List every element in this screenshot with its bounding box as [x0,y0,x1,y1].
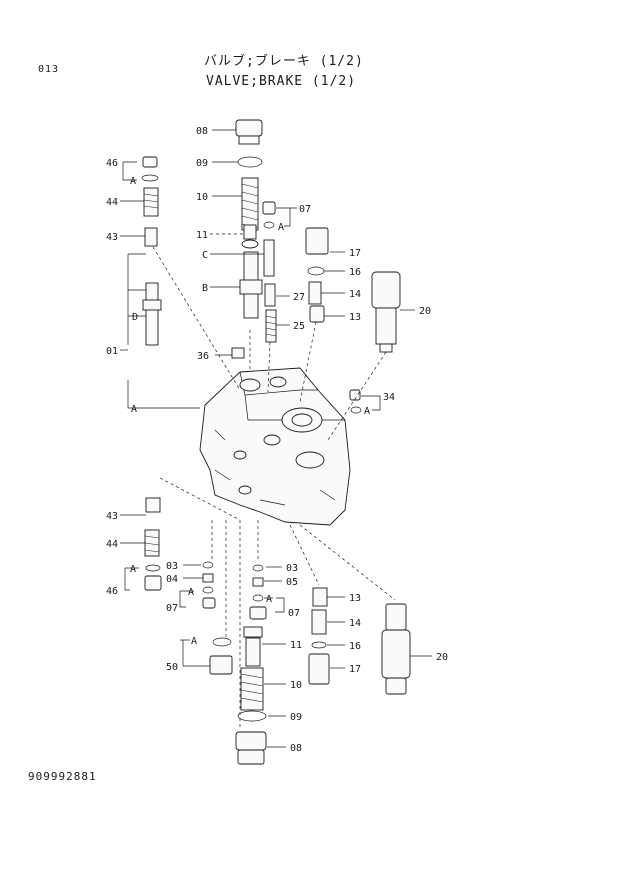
callout-46-bottom: 46 [106,586,118,597]
callout-46-top: 46 [106,158,118,169]
callout-27: 27 [293,292,305,303]
callout-01: 01 [106,346,118,357]
callout-11-bottom: 11 [290,640,302,651]
upper-column-parts [235,119,277,343]
leader-lines [120,129,432,748]
callout-09-bottom: 09 [290,712,302,723]
callout-04: 04 [166,574,178,585]
callout-07-right: 07 [288,608,300,619]
callout-14-bottom: 14 [349,618,361,629]
callout-a-07-top: A [278,222,284,233]
callout-36: 36 [197,351,209,362]
callout-11-top: 11 [196,230,208,241]
left-assembly-parts [141,156,162,346]
callout-43-bottom: 43 [106,511,118,522]
callout-16-bottom: 16 [349,641,361,652]
callout-07-left: 07 [166,603,178,614]
callout-17-bottom: 17 [349,664,361,675]
callout-20-top: 20 [419,306,431,317]
callout-a-50: A [191,636,197,647]
title-english: VALVE;BRAKE (1/2) [206,74,357,89]
callout-a-07-left: A [188,587,194,598]
title-japanese: バルブ;ブレーキ (1/2) [204,54,364,69]
callout-50: 50 [166,662,178,673]
callout-a-46-top: A [130,176,136,187]
callout-44-bottom: 44 [106,539,118,550]
callout-20-bottom: 20 [436,652,448,663]
valve-body [199,367,351,526]
callout-05: 05 [286,577,298,588]
callout-labels: 08 09 10 11 C B D 01 A 46 A 44 43 07 A 1… [106,126,448,754]
document-number: 909992881 [28,770,97,783]
callout-a-46-bottom: A [130,564,136,575]
callout-14-top: 14 [349,289,361,300]
callout-03-right: 03 [286,563,298,574]
callout-c: C [202,250,208,261]
callout-07-top: 07 [299,204,311,215]
callout-b: B [202,283,208,294]
callout-10-bottom: 10 [290,680,302,691]
callout-17-top: 17 [349,248,361,259]
page-number: 013 [38,64,60,75]
callout-13-bottom: 13 [349,593,361,604]
callout-43-top: 43 [106,232,118,243]
callout-44-top: 44 [106,197,118,208]
callout-10-top: 10 [196,192,208,203]
callout-d: D [132,312,138,323]
callout-a-body: A [131,404,137,415]
callout-a-07-right: A [266,594,272,605]
lower-parts [144,497,411,765]
callout-09-top: 09 [196,158,208,169]
callout-34: 34 [383,392,395,403]
right-upper-parts [231,227,401,414]
callout-25: 25 [293,321,305,332]
callout-08-top: 08 [196,126,208,137]
callout-03-left: 03 [166,561,178,572]
callout-13-top: 13 [349,312,361,323]
callout-16-top: 16 [349,267,361,278]
callout-08-bottom: 08 [290,743,302,754]
callout-a-34: A [364,406,370,417]
